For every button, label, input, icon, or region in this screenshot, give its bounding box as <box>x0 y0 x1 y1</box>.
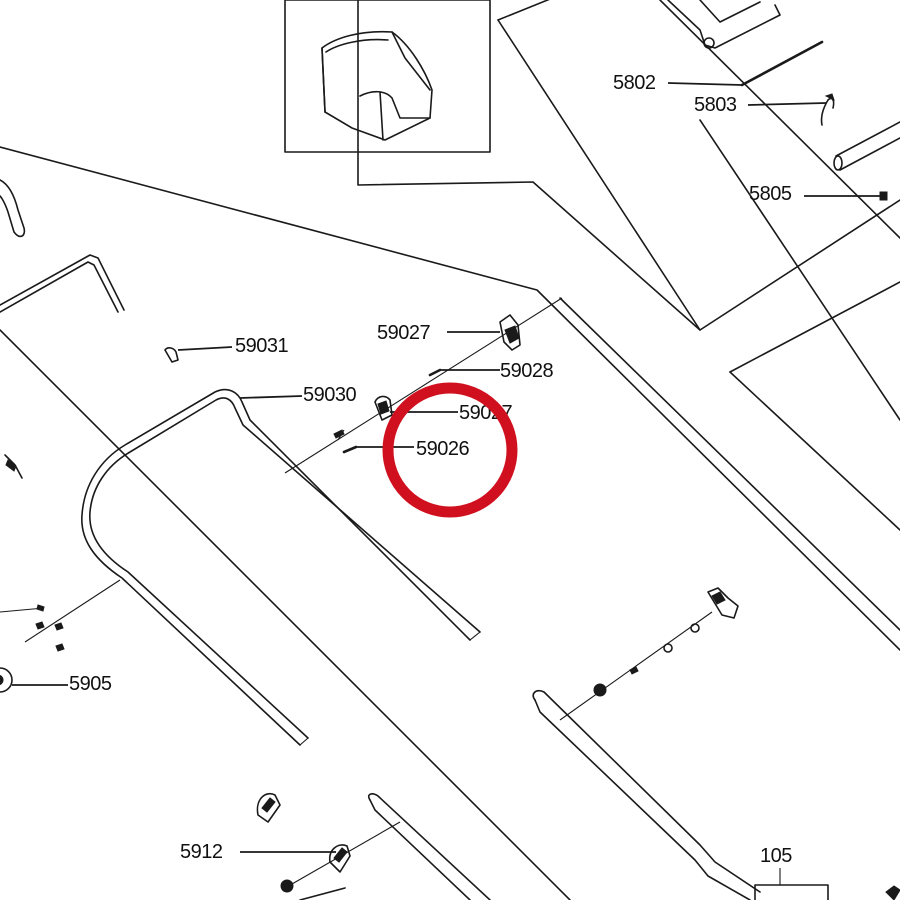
upper-handle <box>81 297 563 746</box>
leader-lines <box>12 82 880 853</box>
left-parts <box>0 179 179 479</box>
label-59027-upper: 59027 <box>377 322 430 344</box>
top-right-parts <box>667 0 900 201</box>
part-labels: 5802 5803 5805 59031 59027 59028 59030 5… <box>69 72 793 867</box>
highlight-circle <box>382 382 518 518</box>
label-59030: 59030 <box>303 384 356 406</box>
label-5802: 5802 <box>613 72 656 94</box>
lower-parts <box>256 587 900 900</box>
lower-left-hardware <box>0 579 121 693</box>
label-59026: 59026 <box>416 438 469 460</box>
label-5805: 5805 <box>749 183 792 205</box>
label-5803: 5803 <box>694 94 737 116</box>
label-105: 105 <box>760 845 792 867</box>
label-5912: 5912 <box>180 841 223 863</box>
grass-bag-icon <box>321 30 433 141</box>
label-5905: 5905 <box>69 673 112 695</box>
label-59028: 59028 <box>500 360 553 382</box>
label-59031: 59031 <box>235 335 288 357</box>
